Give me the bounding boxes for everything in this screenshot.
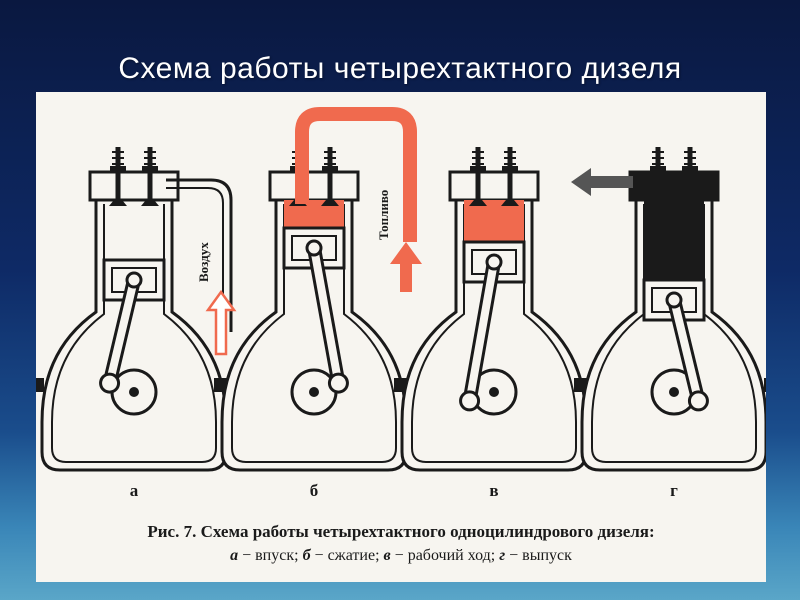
crankcase-body [580, 195, 766, 472]
figure-number: Рис. 7. [147, 522, 197, 541]
mounting-lug-left [574, 378, 584, 392]
cylinder-г [574, 147, 766, 472]
compressed-charge [464, 200, 524, 242]
engine-diagram: Воздух Топливо а б в г [36, 107, 766, 500]
piston-pin [305, 239, 323, 257]
exhaust-arrow [571, 168, 611, 196]
mounting-lug-right [764, 378, 766, 392]
fuel-pipe [295, 107, 417, 242]
exhaust-arrow-tail [611, 176, 633, 188]
connecting-rod-inner [670, 296, 703, 405]
connecting-rod-inner [465, 258, 498, 405]
crankcase-body [40, 195, 228, 472]
cylinder-letter-б: б [310, 481, 319, 500]
valve-collar [470, 166, 486, 172]
legend-text-g: − выпуск [509, 547, 572, 564]
valve-collar [650, 166, 666, 172]
crankcase-inner [411, 204, 577, 463]
legend-letter-a: а [230, 547, 239, 564]
valve-collar [502, 166, 518, 172]
crankshaft-center [129, 387, 139, 397]
figure-title: Схема работы четырехтактного одноцилиндр… [200, 522, 655, 541]
crankshaft-center [669, 387, 679, 397]
legend-text-b: − сжатие; [314, 547, 380, 564]
crankcase-inner [51, 204, 217, 463]
crank-pin [459, 390, 481, 412]
crankcase-inner [591, 204, 757, 463]
mounting-lug-left [214, 378, 224, 392]
piston-pin [125, 271, 143, 289]
cylinder-head [88, 170, 180, 202]
legend-text-v: − рабочий ход; [394, 547, 496, 564]
piston-pin [665, 291, 683, 309]
fuel-arrow [390, 242, 422, 292]
cylinder-в [394, 147, 594, 472]
cylinder-letter-г: г [670, 481, 678, 500]
connecting-rod-inner [310, 244, 343, 388]
air-label: Воздух [196, 242, 211, 282]
valve-head [649, 200, 667, 206]
valve-head [321, 200, 339, 206]
valve-collar [110, 166, 126, 172]
valve-collar [142, 166, 158, 172]
valve-head [109, 200, 127, 206]
legend-letter-b: б [302, 547, 311, 564]
fuel-label: Топливо [376, 190, 391, 240]
engine-diagram-figure: Воздух Топливо а б в г Рис. 7. Схема работы ч… [36, 92, 766, 582]
crank-pin [687, 390, 709, 412]
crankcase-body [400, 195, 588, 472]
cylinder-letter-в: в [489, 481, 498, 500]
valve-head [501, 200, 519, 206]
crank-pin [327, 372, 349, 394]
cylinder-head [628, 170, 720, 202]
cylinder-а [36, 147, 234, 472]
exhaust-gas [644, 200, 704, 280]
mounting-lug-left [394, 378, 404, 392]
air-intake-pipe-inner [166, 187, 224, 332]
crankshaft-center [309, 387, 319, 397]
crankshaft-center [489, 387, 499, 397]
valve-head [681, 200, 699, 206]
cylinder-head [448, 170, 540, 202]
figure-caption-title: Рис. 7. Схема работы четырехтактного одн… [36, 522, 766, 542]
figure-caption-legend: а − впуск; б − сжатие; в − рабочий ход; … [36, 547, 766, 565]
slide-title: Схема работы четырехтактного дизеля [118, 52, 682, 85]
crank-pin [99, 372, 121, 394]
valve-head [141, 200, 159, 206]
mounting-lug-left [36, 378, 44, 392]
legend-letter-g: г [499, 547, 506, 564]
air-intake-arrow [205, 289, 237, 356]
connecting-rod-inner [105, 276, 138, 388]
legend-text-a: − впуск; [242, 547, 299, 564]
legend-letter-v: в [383, 547, 391, 564]
piston-pin [485, 253, 503, 271]
valve-head [469, 200, 487, 206]
valve-collar [322, 166, 338, 172]
valve-collar [682, 166, 698, 172]
cylinder-letter-а: а [130, 481, 139, 500]
crankcase-inner [231, 204, 397, 463]
cylinder-head [268, 170, 360, 202]
air-intake-pipe-outer [166, 178, 233, 332]
crankcase-body [220, 195, 408, 472]
